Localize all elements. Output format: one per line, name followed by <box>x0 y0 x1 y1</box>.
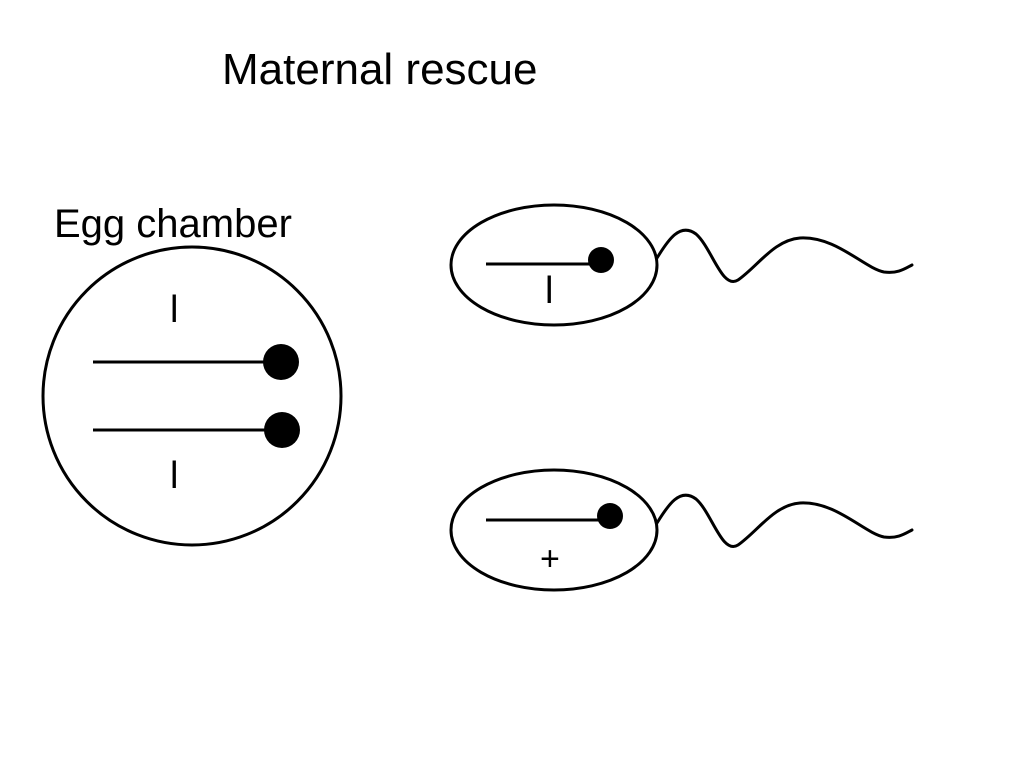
sperm-tail <box>655 228 914 283</box>
centromere <box>588 247 614 273</box>
centromere <box>263 344 299 380</box>
sperm-top-allele: l <box>545 270 553 312</box>
sperm-head-outline <box>449 203 659 327</box>
egg-chromosome-top <box>93 344 299 380</box>
centromere <box>264 412 300 448</box>
egg-chamber-label: Egg chamber <box>54 202 292 246</box>
egg-chamber-outline <box>41 245 343 547</box>
egg-chromosome-bottom <box>93 412 300 448</box>
sperm-top-chromosome <box>486 247 614 273</box>
sperm-bottom-allele: + <box>540 540 560 578</box>
centromere <box>597 503 623 529</box>
egg-chamber: Egg chamber l l <box>41 202 343 547</box>
sperm-top: l <box>449 203 914 327</box>
sperm-bottom: + <box>449 468 914 592</box>
sperm-bottom-chromosome <box>486 503 623 529</box>
diagram-title: Maternal rescue <box>222 45 537 94</box>
sperm-tail <box>655 493 914 548</box>
sperm-head-outline <box>449 468 659 592</box>
egg-chamber-allele-top: l <box>170 289 178 331</box>
egg-chamber-allele-bottom: l <box>170 455 178 497</box>
